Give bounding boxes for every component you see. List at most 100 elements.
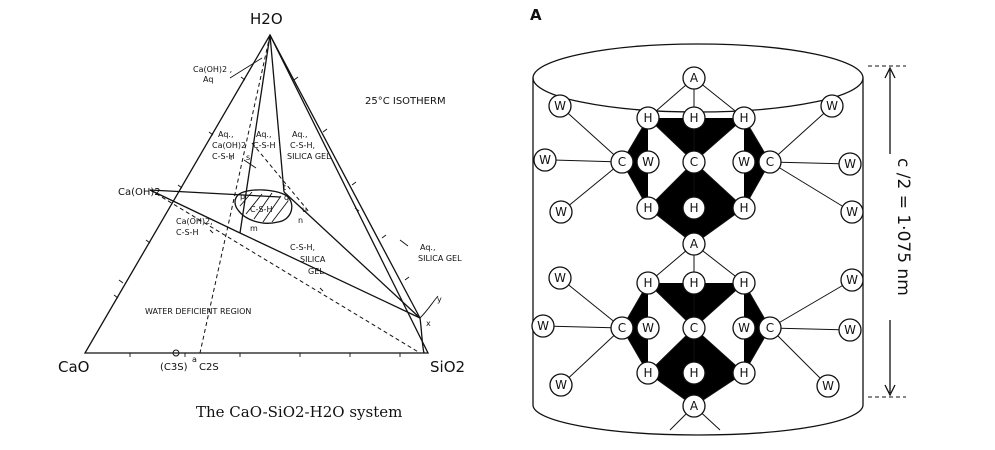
svg-text:H: H [689,111,698,125]
point-labels: r s t u p q n m y x [230,153,442,328]
atom-w: W [840,200,864,224]
svg-text:C-S-H: C-S-H [212,152,234,161]
line-caoh2-m [149,189,241,234]
svg-text:W: W [826,99,838,113]
point-a-label: a [192,355,197,364]
svg-text:C: C [766,321,774,335]
atom-c: C [758,150,782,174]
atom-w: W [820,94,844,118]
svg-text:r: r [230,153,234,162]
svg-text:W: W [844,323,856,337]
svg-text:C-S-H: C-S-H [176,228,198,237]
svg-text:Aq.,: Aq., [292,130,308,139]
atom-a: A [682,394,706,418]
svg-text:W: W [846,205,858,219]
atom-c: C [610,150,634,174]
svg-text:Ca(OH)2: Ca(OH)2 [212,141,246,150]
atom-h: H [732,106,756,130]
dashed-h2o-c2s [199,34,271,354]
svg-text:t: t [283,183,286,192]
atom-w: W [840,268,864,292]
svg-text:C: C [766,155,774,169]
svg-text:W: W [537,319,549,333]
atom-w: W [549,200,573,224]
line-x-sio2 [419,317,425,354]
svg-text:W: W [642,155,654,169]
svg-text:n: n [298,216,303,225]
atom-h: H [636,361,660,385]
svg-text:W: W [554,271,566,285]
atoms: A A A H H H H H H H H H H H H W W W W W … [531,66,864,418]
svg-text:p: p [240,192,245,201]
dimension-label: c /2 = 1·075 nm [893,158,913,296]
c3s-label: (C3S) [160,362,188,373]
svg-text:H: H [739,276,748,290]
svg-text:Aq.,: Aq., [256,130,272,139]
arrow-caoh2-aq [229,57,263,79]
svg-text:Ca(OH)2,: Ca(OH)2, [176,217,213,226]
ternary-triangle [83,33,430,354]
svg-text:m: m [250,224,258,233]
svg-text:W: W [554,99,566,113]
atom-w: W [549,373,573,397]
svg-text:C: C [690,155,698,169]
atom-w: W [548,94,572,118]
atom-w: W [636,316,660,340]
c3s-marker [172,349,180,357]
line-t-x [283,191,421,319]
svg-text:H: H [739,201,748,215]
svg-text:s: s [246,153,250,162]
atom-w: W [838,318,862,342]
atom-c: C [610,316,634,340]
ternary-ticks [113,76,410,357]
region-labels: Ca(OH)2 , Aq Aq., Ca(OH)2 C-S-H Aq., C-S… [145,65,462,316]
dashed-caoh2-sio2 [149,189,421,354]
svg-text:x: x [426,319,431,328]
atom-a: A [682,66,706,90]
svg-text:W: W [642,321,654,335]
svg-text:H: H [643,276,652,290]
svg-text:A: A [690,71,699,85]
csh-region [234,189,293,224]
atom-h: H [682,196,706,220]
atom-h: H [732,271,756,295]
atom-h: H [682,106,706,130]
svg-text:C-S-H,: C-S-H, [290,141,315,150]
atom-h: H [682,271,706,295]
svg-text:C: C [690,321,698,335]
atom-w: W [636,150,660,174]
c2s-label: C2S [199,362,219,373]
svg-text:W: W [539,153,551,167]
svg-text:H: H [643,201,652,215]
atom-w: W [732,150,756,174]
svg-text:W: W [555,378,567,392]
csh-hatching [239,191,289,223]
line-h2o-x [269,34,421,319]
atom-h: H [732,361,756,385]
svg-text:A: A [690,237,699,251]
svg-text:A: A [690,399,699,413]
line-h2o-t [269,34,285,193]
atom-w: W [548,266,572,290]
svg-text:H: H [739,366,748,380]
atom-a: A [682,232,706,256]
svg-text:H: H [689,366,698,380]
svg-text:H: H [643,366,652,380]
line-m-x [239,232,421,319]
svg-text:C-S-H: C-S-H [250,205,272,214]
atom-h: H [636,271,660,295]
svg-text:H: H [689,276,698,290]
atom-w: W [816,374,840,398]
atom-h: H [732,196,756,220]
svg-text:W: W [738,321,750,335]
arrow-aq-silica [399,239,409,247]
svg-text:SILICA GEL: SILICA GEL [287,152,331,161]
atom-h: H [636,196,660,220]
atom-c: C [758,316,782,340]
svg-text:W: W [738,155,750,169]
svg-text:H: H [643,111,652,125]
vertex-cao-label: CaO [58,358,89,376]
svg-text:Ca(OH)2 ,: Ca(OH)2 , [193,65,232,74]
apex-h2o-label: H2O [250,10,283,28]
